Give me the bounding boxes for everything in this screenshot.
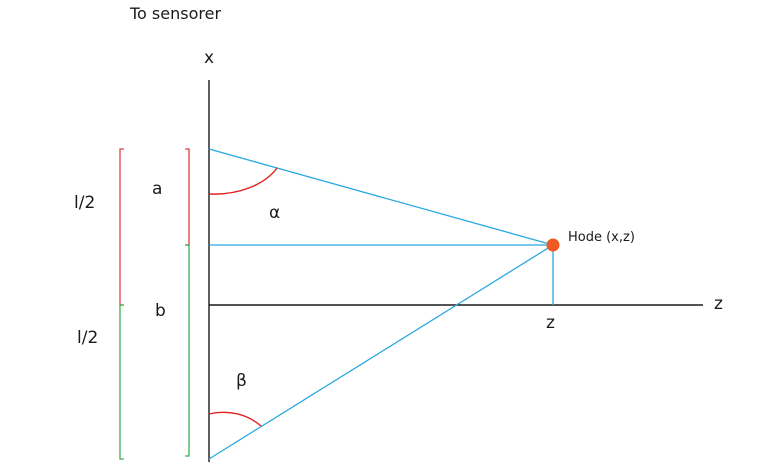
node-label: Hode (x,z) — [568, 230, 635, 245]
diagram-title: To sensorer — [129, 4, 221, 23]
ray-bottom-sensor-to-node — [208, 244, 554, 460]
angle-beta-label: β — [236, 371, 247, 391]
angle-alpha-label: α — [269, 203, 280, 223]
node-point — [546, 238, 560, 252]
z-axis-label: z — [714, 294, 723, 314]
angle-beta-arc — [208, 411, 262, 427]
segment-a-label: a — [152, 179, 162, 199]
bracket-half-length-top — [119, 148, 124, 306]
bracket-segment-a — [185, 148, 190, 246]
half-length-bottom-label: l/2 — [77, 328, 98, 348]
z-coordinate-label: z — [546, 313, 555, 333]
ray-top-sensor-to-node — [208, 148, 554, 246]
segment-b-label: b — [155, 301, 166, 321]
bracket-half-length-bottom — [119, 304, 124, 460]
x-axis-label: x — [204, 48, 214, 68]
angle-alpha-arc — [208, 167, 278, 195]
bracket-segment-b — [185, 244, 190, 457]
half-length-top-label: l/2 — [74, 193, 95, 213]
